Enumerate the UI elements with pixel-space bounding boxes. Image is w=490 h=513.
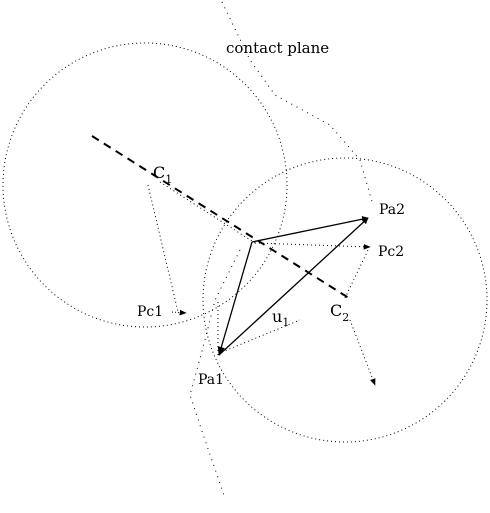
contact-to-pc2-line (254, 242, 371, 250)
u1-label: u1 (272, 307, 289, 329)
c1-to-pc1-line (147, 184, 179, 313)
vector-contact-to-pa2 (251, 216, 369, 243)
pa2-label: Pa2 (379, 202, 405, 218)
contact-plane-line (221, 1, 374, 206)
vector-contact-to-pa1 (217, 241, 253, 356)
c2-radius-line (349, 319, 376, 386)
body-1-circle (2, 42, 288, 328)
pc2-label: Pc2 (378, 244, 404, 260)
c1-to-contact-line (159, 181, 256, 244)
c1-label: C1 (153, 163, 172, 186)
pa1-label: Pa1 (198, 372, 224, 388)
contact-plane-label: contact plane (226, 39, 329, 57)
pc1-label: Pc1 (137, 304, 163, 320)
line-of-centers (91, 135, 353, 301)
body-2-circle (202, 157, 488, 443)
vector-u1 (218, 217, 369, 356)
c2-to-pc2-line (344, 249, 369, 299)
c2-label: C2 (330, 301, 349, 324)
pc1-arrow (171, 309, 187, 316)
